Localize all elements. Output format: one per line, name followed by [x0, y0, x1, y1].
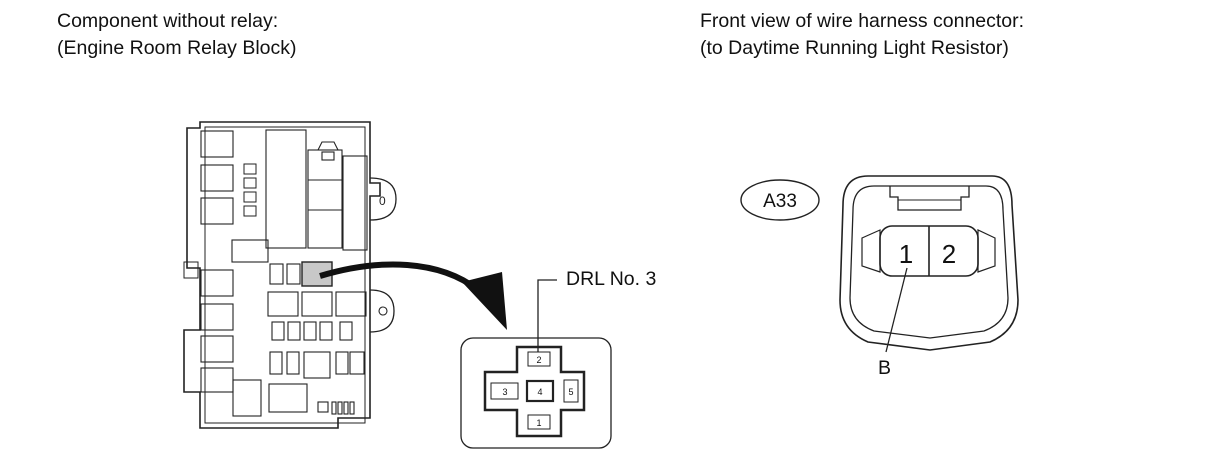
callout-line-b — [885, 267, 908, 353]
terminal-1: 1 — [536, 418, 541, 428]
terminal-5: 5 — [568, 387, 573, 397]
connector-id-label: A33 — [763, 191, 797, 212]
pin-1-label: 1 — [899, 239, 913, 269]
right-caption-line1: Front view of wire harness connector: — [700, 10, 1025, 32]
right-caption-line2: (to Daytime Running Light Resistor) — [700, 37, 1009, 59]
left-caption-line1: Component without relay: — [57, 10, 279, 32]
right-caption: Front view of wire harness connector: (t… — [700, 8, 1024, 62]
drl-no3-label: DRL No. 3 — [566, 268, 657, 290]
terminal-2: 2 — [536, 355, 541, 365]
mini-fuses — [243, 163, 257, 217]
harness-connector: 1 2 — [839, 175, 1019, 353]
lower-relays — [232, 263, 367, 417]
upper-relays — [231, 129, 368, 263]
terminal-4: 4 — [537, 387, 542, 397]
pointer-arrow — [319, 261, 507, 330]
connector-id-badge: A33 — [740, 179, 820, 221]
fuse-column-left — [200, 130, 234, 393]
terminal-3: 3 — [502, 387, 507, 397]
drl-terminal-view: 2 3 4 5 1 — [460, 279, 612, 449]
left-caption: Component without relay: (Engine Room Re… — [57, 8, 297, 62]
block-tag-label: 0 — [379, 194, 386, 208]
callout-b-label: B — [878, 357, 892, 379]
pin-2-label: 2 — [942, 239, 956, 269]
left-caption-line2: (Engine Room Relay Block) — [57, 37, 297, 59]
relay-block: 0 — [183, 121, 397, 429]
